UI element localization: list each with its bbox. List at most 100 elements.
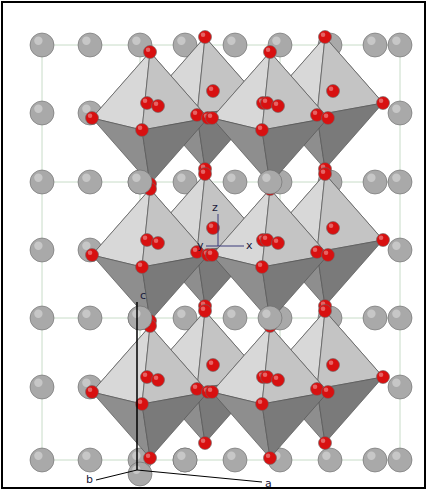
- oxygen-sphere: [136, 124, 149, 137]
- axis-lines: [96, 214, 262, 482]
- oxygen-sphere-shine: [324, 113, 329, 118]
- oxygen-sphere: [152, 100, 165, 113]
- cation-sphere-shine: [227, 452, 235, 460]
- oxygen-sphere: [199, 437, 212, 450]
- oxygen-sphere-shine: [329, 223, 334, 228]
- oxygen-sphere-shine: [209, 86, 214, 91]
- cation-sphere-shine: [367, 174, 375, 182]
- oxygen-sphere: [319, 305, 332, 318]
- octahedron-face: [317, 103, 383, 169]
- oxygen-sphere: [322, 249, 335, 262]
- cation-sphere-shine: [34, 379, 42, 387]
- cation-sphere-shine: [392, 310, 400, 318]
- oxygen-sphere-shine: [143, 98, 148, 103]
- oxygen-sphere-shine: [313, 247, 318, 252]
- oxygen-sphere-shine: [379, 98, 384, 103]
- oxygen-sphere-shine: [324, 387, 329, 392]
- oxygen-sphere: [136, 261, 149, 274]
- octahedron-face: [212, 52, 270, 130]
- oxygen-sphere-shine: [209, 223, 214, 228]
- cation-sphere-shine: [392, 105, 400, 113]
- cation-sphere: [388, 448, 412, 472]
- axis-label: c: [140, 290, 146, 302]
- oxygen-sphere: [86, 112, 99, 125]
- cation-sphere-shine: [34, 174, 42, 182]
- cation-sphere: [363, 448, 387, 472]
- cation-sphere: [30, 170, 54, 194]
- cation-sphere-shine: [367, 310, 375, 318]
- oxygen-sphere: [144, 46, 157, 59]
- cation-sphere-shine: [34, 242, 42, 250]
- cation-sphere: [223, 306, 247, 330]
- cation-sphere: [388, 306, 412, 330]
- axis-label: b: [86, 474, 93, 486]
- octahedron-face: [317, 174, 383, 252]
- cation-sphere-shine: [177, 310, 185, 318]
- cation-sphere: [388, 101, 412, 125]
- octahedron-face: [142, 189, 208, 267]
- cation-sphere-shine: [82, 452, 90, 460]
- oxygen-sphere: [206, 249, 219, 262]
- cation-sphere: [30, 33, 54, 57]
- cation-sphere: [128, 306, 152, 330]
- cation-sphere: [78, 306, 102, 330]
- cation-sphere-shine: [82, 242, 90, 250]
- cation-sphere-shine: [262, 174, 270, 182]
- cation-sphere-shine: [82, 379, 90, 387]
- cation-sphere-shine: [367, 452, 375, 460]
- axis-label: z: [212, 202, 218, 214]
- cation-sphere: [78, 170, 102, 194]
- octahedron-face: [92, 326, 150, 404]
- oxygen-sphere: [377, 371, 390, 384]
- cation-sphere: [30, 238, 54, 262]
- cation-sphere: [388, 238, 412, 262]
- oxygen-sphere-shine: [313, 110, 318, 115]
- oxygen-sphere: [264, 46, 277, 59]
- cation-sphere: [318, 448, 342, 472]
- oxygen-sphere-shine: [201, 438, 206, 443]
- octahedron-face: [317, 37, 383, 115]
- cation-sphere: [258, 170, 282, 194]
- oxygen-sphere-shine: [193, 247, 198, 252]
- cation-sphere: [30, 101, 54, 125]
- oxygen-sphere: [206, 386, 219, 399]
- cation-sphere: [388, 170, 412, 194]
- oxygen-sphere: [272, 100, 285, 113]
- oxygen-sphere: [199, 168, 212, 181]
- oxygen-sphere: [327, 85, 340, 98]
- cation-sphere: [363, 170, 387, 194]
- cation-sphere-shine: [227, 174, 235, 182]
- oxygen-sphere-shine: [266, 453, 271, 458]
- cation-sphere: [128, 170, 152, 194]
- cation-sphere-shine: [34, 105, 42, 113]
- cation-sphere-shine: [392, 379, 400, 387]
- octahedron-face: [212, 189, 270, 267]
- oxygen-sphere-shine: [379, 372, 384, 377]
- cation-sphere-shine: [177, 174, 185, 182]
- octahedron-face: [142, 326, 208, 404]
- oxygen-sphere-shine: [329, 86, 334, 91]
- oxygen-sphere: [206, 112, 219, 125]
- axis-label: a: [265, 478, 272, 490]
- cation-sphere-shine: [177, 452, 185, 460]
- cell-axis-c: [136, 302, 138, 470]
- cation-sphere: [30, 448, 54, 472]
- oxygen-sphere-shine: [258, 399, 263, 404]
- oxygen-sphere-shine: [143, 372, 148, 377]
- oxygen-sphere-shine: [274, 101, 279, 106]
- cation-sphere: [173, 448, 197, 472]
- oxygen-sphere: [264, 452, 277, 465]
- oxygen-sphere-shine: [88, 387, 93, 392]
- oxygen-sphere-shine: [138, 125, 143, 130]
- oxygen-sphere-shine: [208, 250, 213, 255]
- cation-sphere-shine: [132, 37, 140, 45]
- octahedra: [92, 37, 383, 458]
- oxygen-sphere-shine: [88, 250, 93, 255]
- cation-sphere: [388, 375, 412, 399]
- cation-sphere: [128, 306, 152, 330]
- octahedron-face: [262, 189, 328, 267]
- cation-sphere-shine: [82, 105, 90, 113]
- oxygen-sphere: [319, 31, 332, 44]
- oxygen-sphere: [377, 234, 390, 247]
